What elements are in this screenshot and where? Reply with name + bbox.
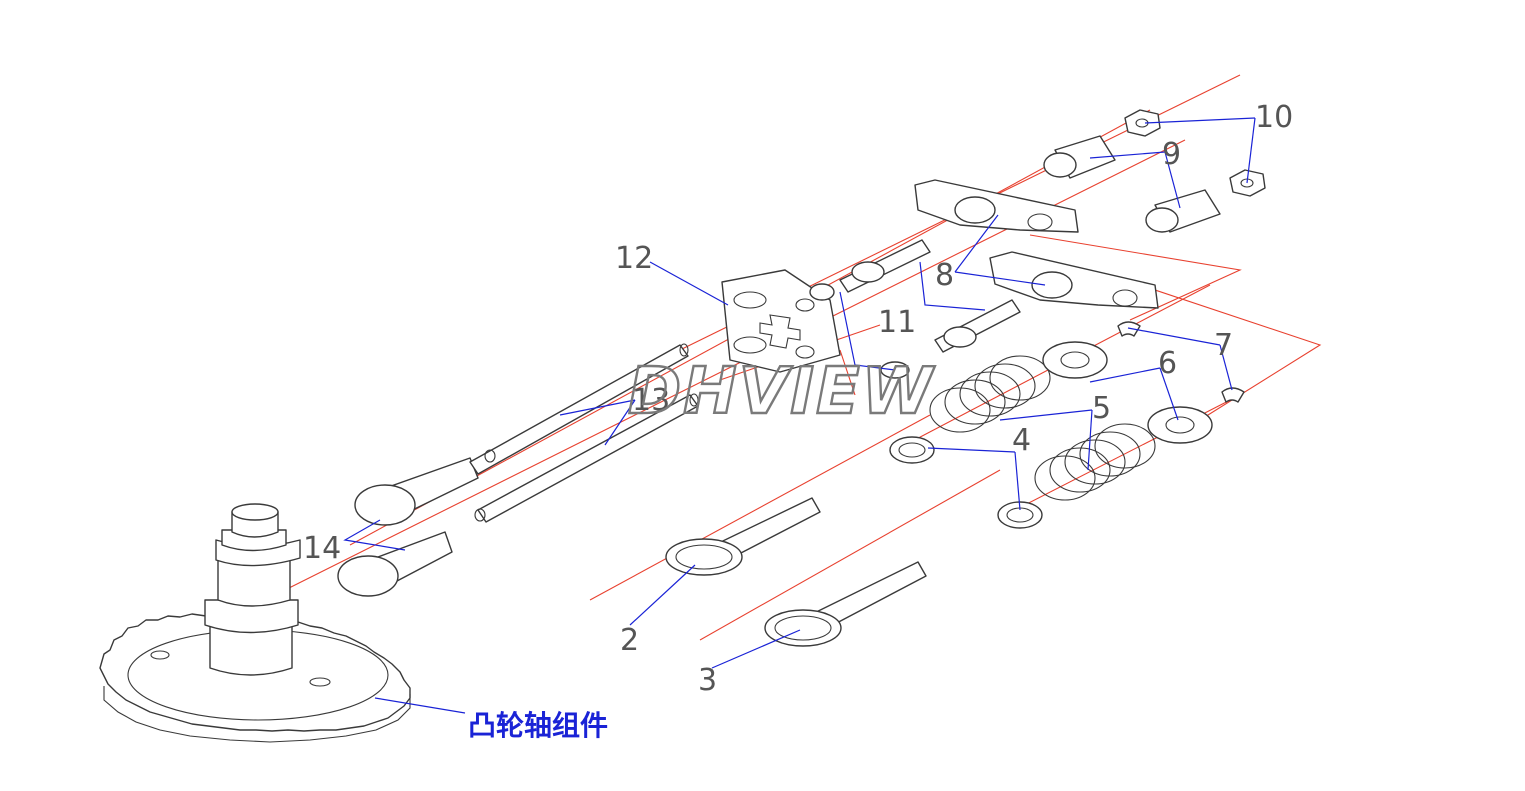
- push-rods: [469, 343, 699, 523]
- callout-9: 9: [1162, 137, 1181, 172]
- tappet-left-upper: [354, 457, 479, 526]
- callout-2: 2: [620, 623, 639, 658]
- tappet-left-lower: [337, 531, 453, 597]
- valve-spring-lower: [1034, 423, 1156, 501]
- rocker-arm-lower: [989, 251, 1159, 309]
- callout-11: 11: [878, 305, 916, 340]
- callout-7: 7: [1214, 328, 1233, 363]
- callout-labels: 2 3 4 5 6 7 8 9 10 11 12 13 14: [303, 100, 1293, 698]
- callout-12: 12: [615, 241, 653, 276]
- valve-2: [665, 497, 821, 576]
- callout-leader-lines: [343, 117, 1256, 714]
- callout-4: 4: [1012, 423, 1031, 458]
- valve-spring-upper: [929, 355, 1051, 433]
- valve-collets: [1117, 321, 1245, 403]
- valve-stem-seals: [889, 436, 1043, 529]
- spring-retainers: [1042, 341, 1213, 444]
- camshaft-gear-assembly: [99, 503, 411, 743]
- adjuster-sleeves: [1043, 135, 1221, 233]
- callout-14: 14: [303, 531, 341, 566]
- rocker-arm-upper: [914, 179, 1079, 233]
- callout-13: 13: [632, 383, 670, 418]
- callout-10: 10: [1255, 100, 1293, 135]
- rocker-studs: [809, 239, 1021, 379]
- lock-nuts: [1124, 109, 1266, 197]
- watermark-text: DHVIEW: [628, 355, 936, 429]
- callout-8: 8: [935, 258, 954, 293]
- valve-3: [764, 561, 927, 647]
- camshaft-assembly-label: 凸轮轴组件: [468, 709, 608, 742]
- callout-6: 6: [1158, 346, 1177, 381]
- callout-5: 5: [1092, 391, 1111, 426]
- callout-3: 3: [698, 663, 717, 698]
